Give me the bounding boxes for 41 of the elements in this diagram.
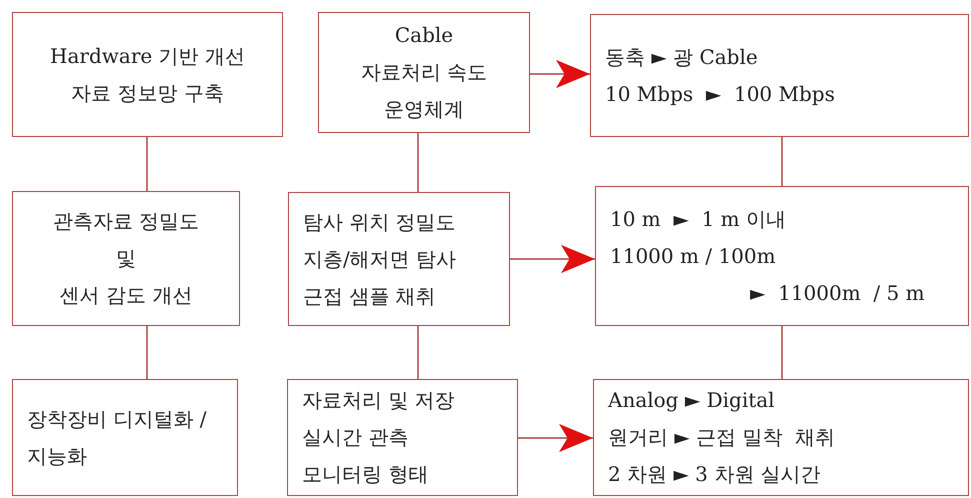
connector-line <box>781 326 783 379</box>
arrow <box>518 424 593 452</box>
text-line: 탐사 위치 정밀도 <box>303 208 456 236</box>
text-line: 장착장비 디지털화 / 지능화 <box>27 406 208 470</box>
connector-line <box>781 137 783 186</box>
text-line: 지층/해저면 탐사 <box>303 246 456 272</box>
text-line: 실시간 관측 <box>302 424 408 451</box>
arrow <box>510 244 595 274</box>
text-line: 근접 샘플 채취 <box>303 282 436 310</box>
text-box <box>12 191 240 326</box>
text-box <box>288 192 510 326</box>
connector-line <box>146 137 148 191</box>
text-line: 동축 ► 광 Cable <box>605 44 758 70</box>
text-line: ► 11000m / 5 m <box>749 280 925 306</box>
text-line: 10 Mbps ► 100 Mbps <box>605 80 835 108</box>
text-line: 2 차원 ► 3 차원 실시간 <box>608 461 821 488</box>
text-line: 자료처리 및 저장 <box>302 387 455 414</box>
text-line: 모니터링 형태 <box>302 461 428 488</box>
arrow <box>530 60 590 88</box>
connector-line <box>146 326 148 379</box>
text-line: 관측자료 정밀도 <box>52 208 200 235</box>
text-line: 및 <box>116 245 136 272</box>
text-line: Analog ► Digital <box>608 387 775 414</box>
text-box <box>12 12 283 137</box>
text-box <box>287 379 518 496</box>
text-line: 10 m ► 1 m 이내 <box>610 206 786 232</box>
text-line: 운영체계 <box>384 96 464 123</box>
text-line: Cable <box>394 22 454 49</box>
text-line: 센서 감도 개선 <box>60 282 192 309</box>
text-line: 11000 m / 100m <box>610 242 776 270</box>
text-line: 원거리 ► 근접 밀착 채취 <box>608 424 836 451</box>
text-line: 자료 정보망 구축 <box>71 80 224 106</box>
text-box <box>590 14 969 137</box>
text-box <box>595 186 969 326</box>
text-box <box>12 379 238 496</box>
connector-line <box>417 326 419 379</box>
text-box <box>593 379 969 496</box>
text-line: 자료처리 속도 <box>360 59 488 86</box>
text-box <box>318 12 530 133</box>
text-line: Hardware 기반 개선 <box>50 42 245 70</box>
connector-line <box>417 133 419 192</box>
